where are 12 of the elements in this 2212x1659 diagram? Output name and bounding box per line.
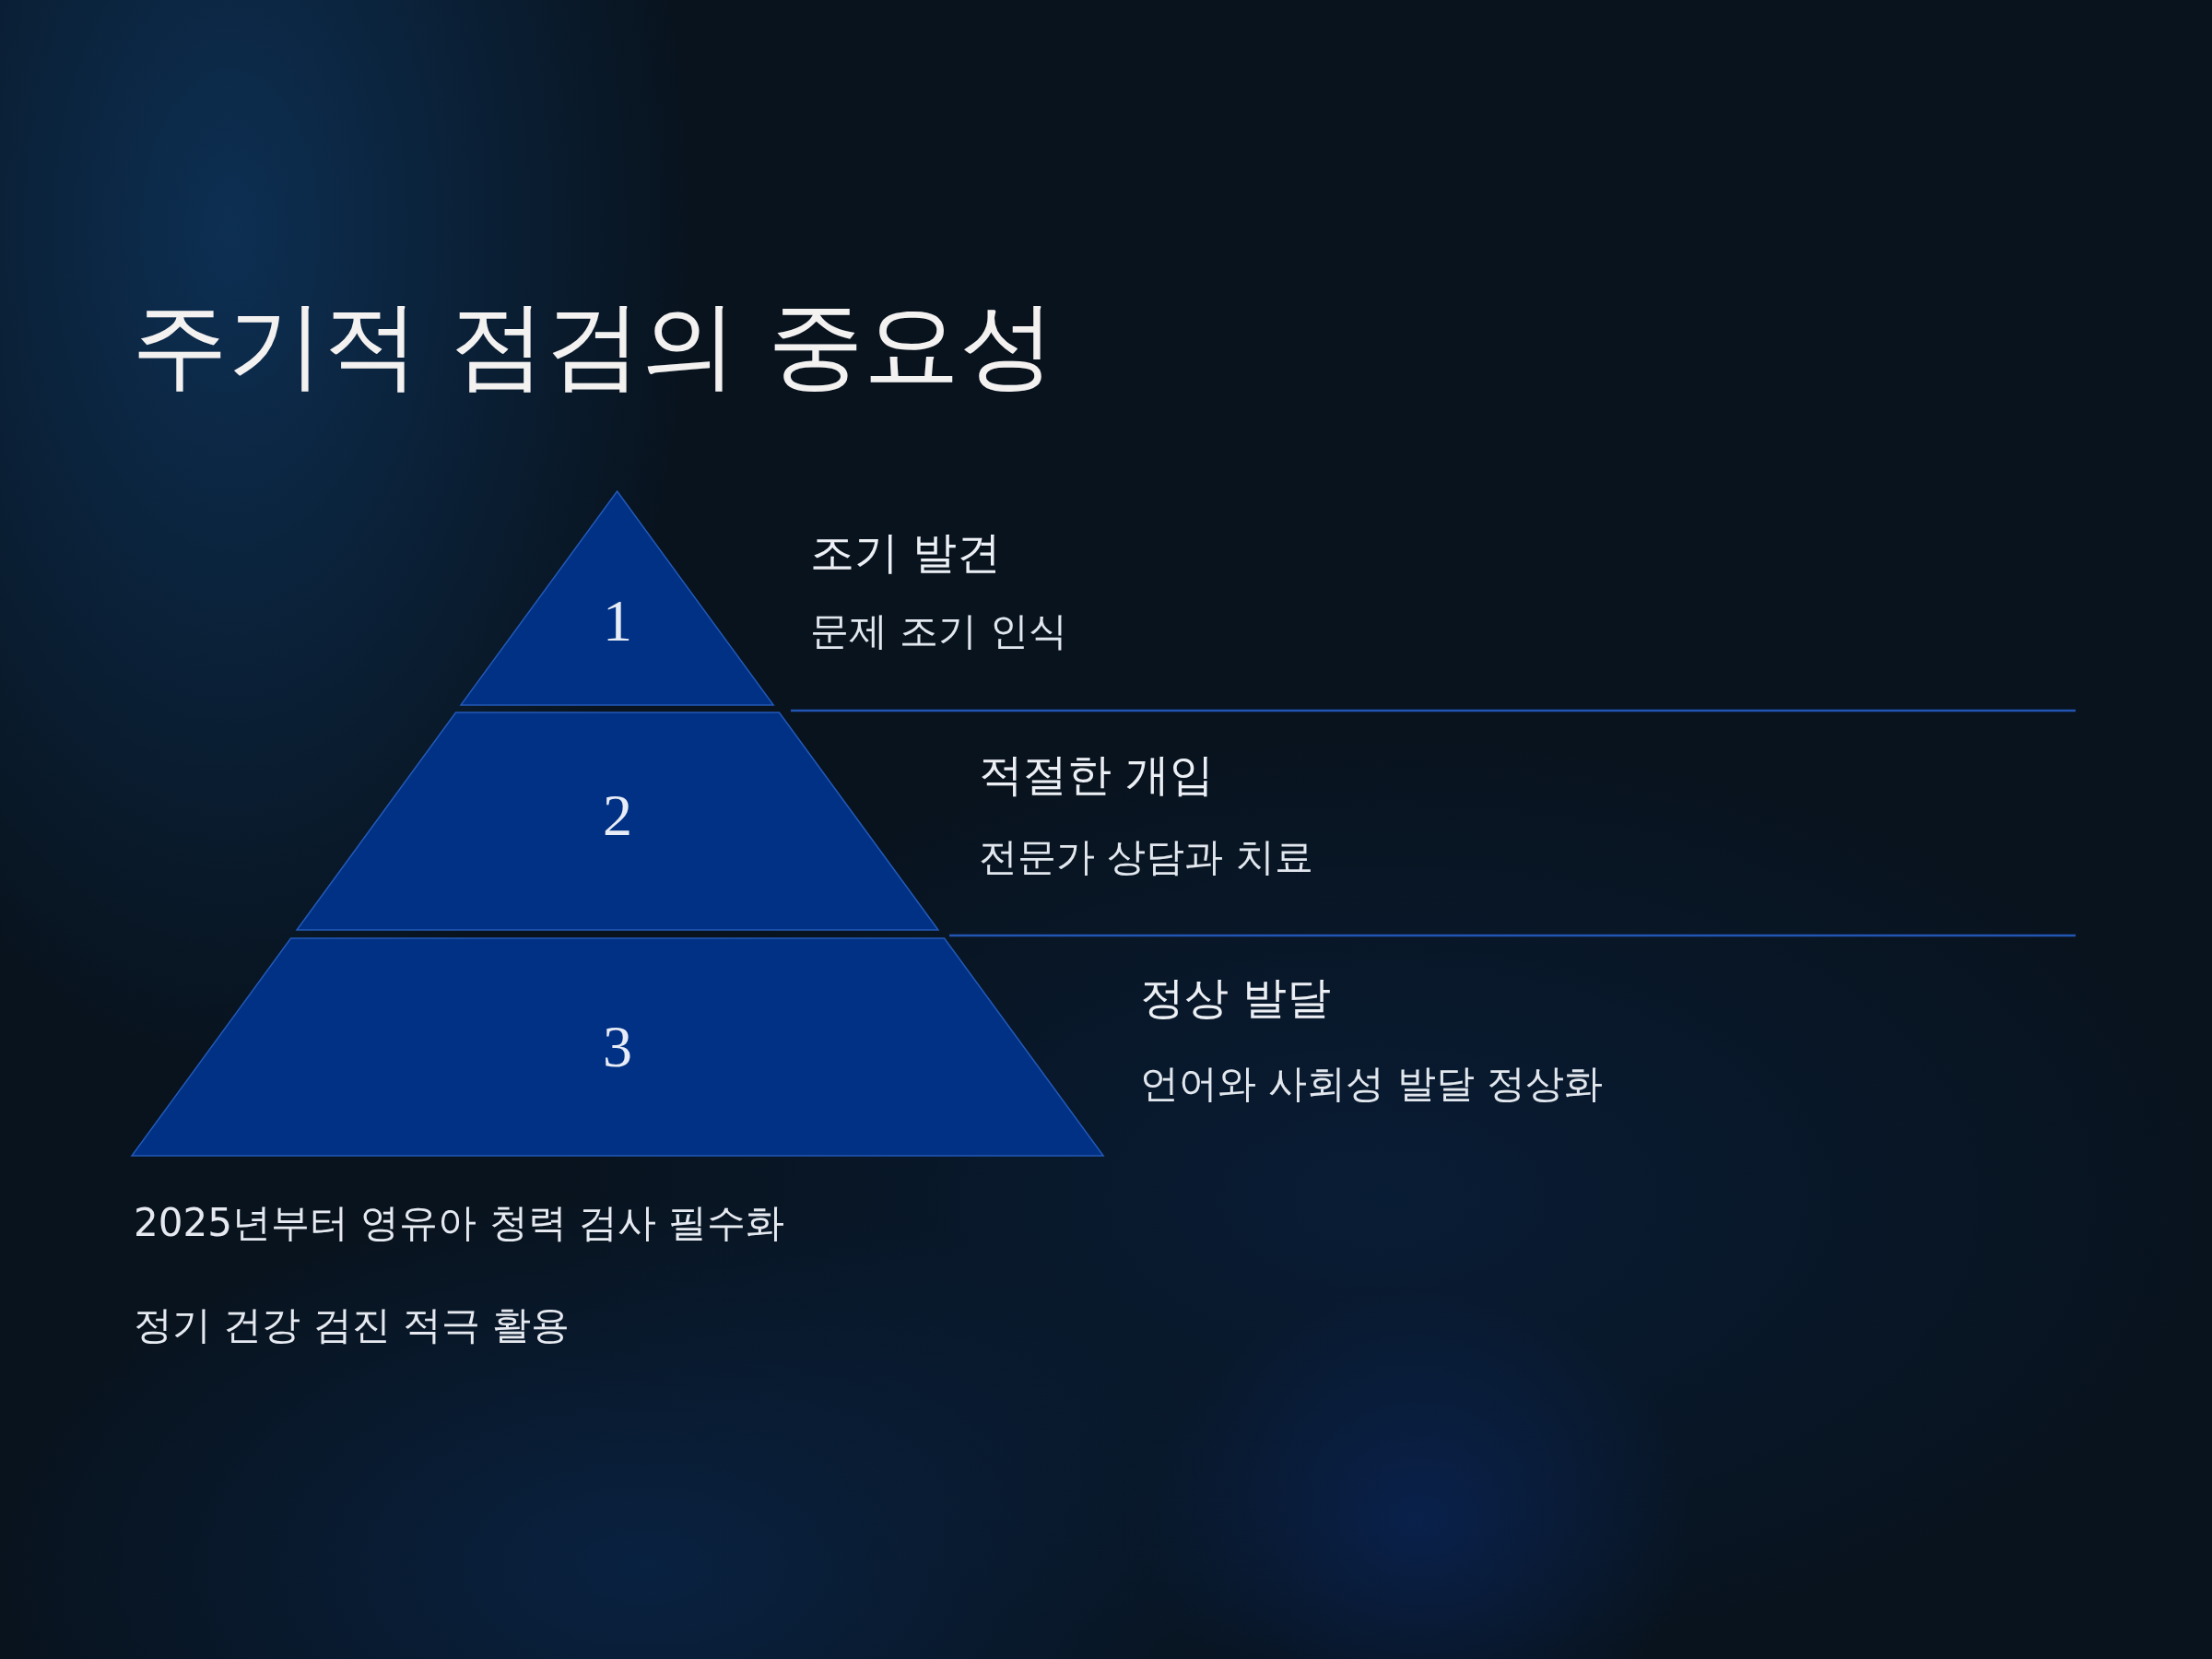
slide-title: 주기적 점검의 중요성 <box>132 288 1056 403</box>
note-text: 정기 건강 검진 적극 활용 <box>134 1302 571 1349</box>
tier-description: 문제 조기 인식 <box>810 608 1067 655</box>
tier-description: 언어와 사회성 발달 정상화 <box>1140 1061 1604 1108</box>
tier-description: 전문가 상담과 치료 <box>979 834 1313 881</box>
note-text: 2025년부터 영유아 청력 검사 필수화 <box>134 1200 785 1247</box>
tier-number: 3 <box>603 1018 632 1077</box>
tier-heading: 적절한 개입 <box>979 748 1215 802</box>
tier-number: 2 <box>603 786 632 845</box>
tier-heading: 조기 발견 <box>810 526 1002 580</box>
tier-heading: 정상 발달 <box>1140 971 1332 1025</box>
tier-number: 1 <box>603 592 632 651</box>
